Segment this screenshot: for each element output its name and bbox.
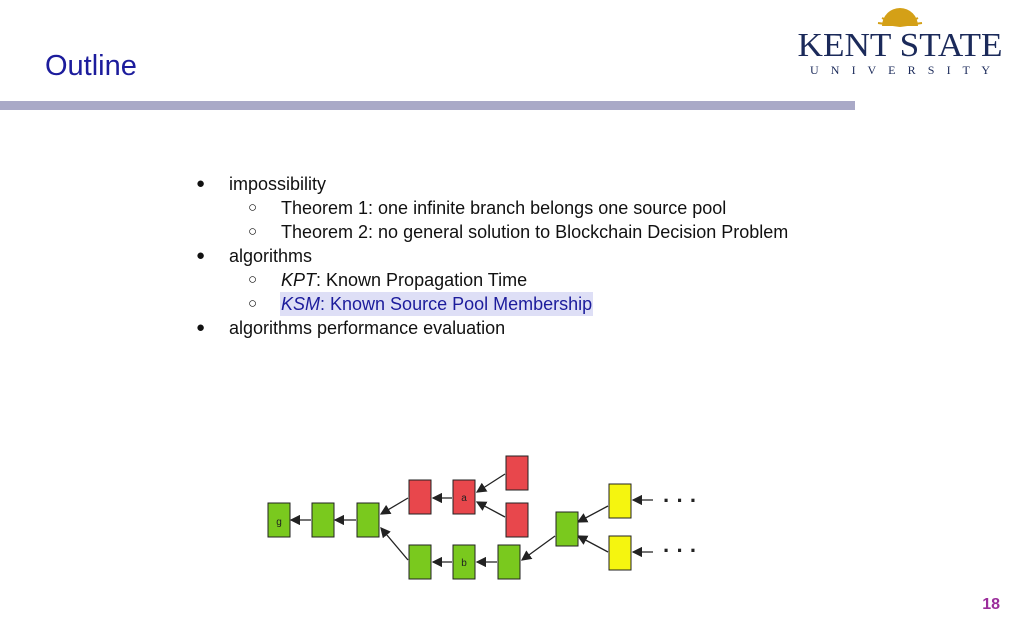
highlighted-item: KSM: Known Source Pool Membership <box>280 292 594 316</box>
logo-line1: KENT STATE <box>798 27 1003 64</box>
yellow-block <box>608 483 632 519</box>
green-block <box>497 544 521 580</box>
slide-title: Outline <box>45 50 137 82</box>
red-block <box>505 502 529 538</box>
sunburst-icon <box>877 8 923 27</box>
block-a-label: a <box>461 493 467 504</box>
sub-bullet-text: Theorem 1: one infinite branch belongs o… <box>281 198 727 218</box>
block-b-label: b <box>461 558 467 569</box>
bullet-marker: ● <box>196 175 206 192</box>
bullet-marker: ● <box>196 247 206 264</box>
arrow <box>475 501 506 518</box>
bullet-marker: ● <box>196 319 206 336</box>
blockchain-fork-diagram: g a b · · · · · · <box>267 455 697 580</box>
genesis-label: g <box>276 517 282 528</box>
green-block <box>356 502 380 538</box>
continuation-ellipsis: · · · <box>663 538 697 563</box>
sub-bullet-text: : Known Propagation Time <box>316 270 528 290</box>
arrow <box>379 497 409 515</box>
genesis-block <box>267 502 291 538</box>
red-block <box>505 455 529 491</box>
title-underline-bar <box>0 101 855 110</box>
ksm-abbr: KSM <box>281 294 321 314</box>
sub-bullet-text: Theorem 2: no general solution to Blockc… <box>281 222 789 242</box>
block-a <box>452 479 476 515</box>
arrow <box>380 527 409 561</box>
arrow <box>576 505 609 523</box>
green-block <box>311 502 335 538</box>
bullet-text: impossibility <box>229 174 327 194</box>
kent-state-logo: KENT STATE U N I V E R S I T Y <box>798 8 1003 77</box>
continuation-ellipsis: · · · <box>663 488 697 513</box>
arrow <box>576 535 609 553</box>
kpt-abbr: KPT <box>281 270 317 290</box>
yellow-block <box>608 535 632 571</box>
sub-bullet-marker: ○ <box>248 271 258 288</box>
red-block <box>408 479 432 515</box>
sub-bullet-marker: ○ <box>248 295 258 312</box>
block-b <box>452 544 476 580</box>
green-block <box>408 544 432 580</box>
sub-bullet-marker: ○ <box>248 199 258 216</box>
bullet-text: algorithms performance evaluation <box>229 318 506 338</box>
arrow <box>475 473 506 493</box>
green-block <box>555 511 579 547</box>
sub-bullet-text: : Known Source Pool Membership <box>320 294 593 314</box>
sub-bullet-marker: ○ <box>248 223 258 240</box>
page-number: 18 <box>982 596 1000 613</box>
logo-line2: U N I V E R S I T Y <box>810 63 990 77</box>
bullet-text: algorithms <box>229 246 313 266</box>
arrow <box>520 535 556 561</box>
